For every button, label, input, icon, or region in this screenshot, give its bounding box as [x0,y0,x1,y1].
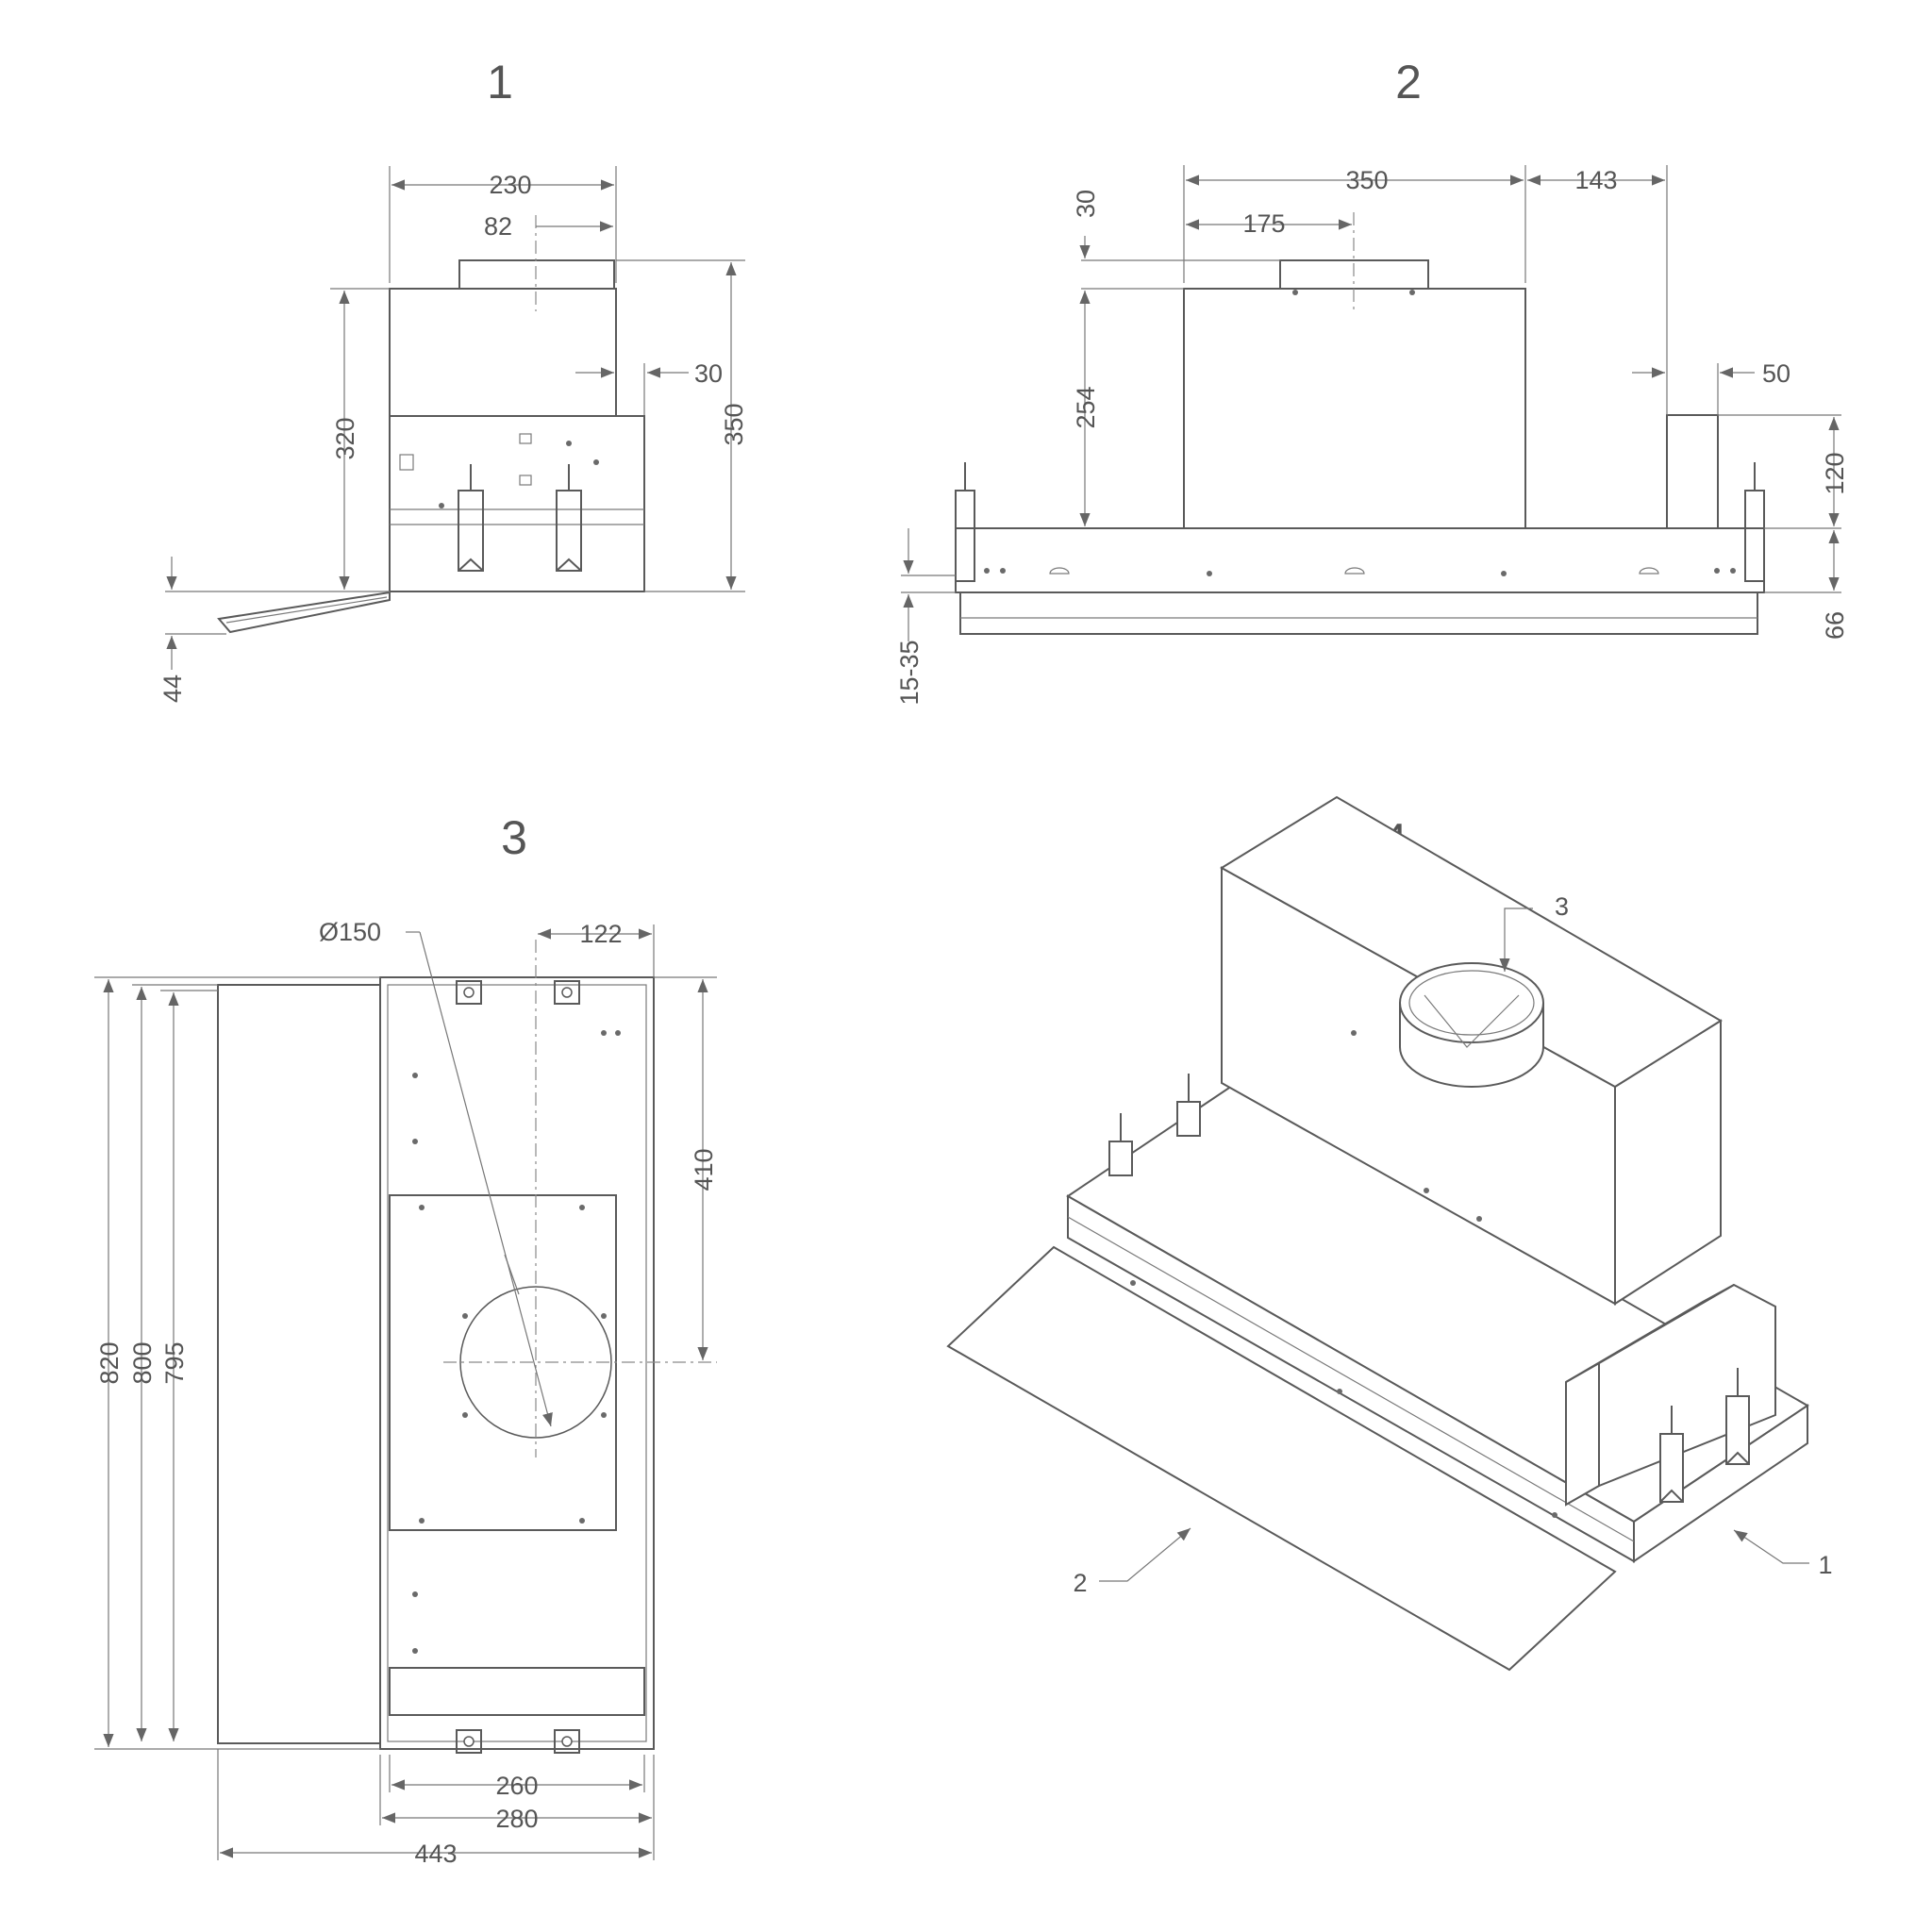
v2-motor-box [1183,288,1526,529]
v1-deflector-arm [217,591,391,634]
v2-dim-adjust: 15-35 [895,640,924,705]
view-3-top-view: 3 [94,811,718,1868]
v4-mounting-hooks [1108,1074,1750,1503]
v3-dim-280: 280 [495,1805,538,1833]
v1-outlet-collar [458,259,615,290]
v4-glass-panel [946,1245,1617,1672]
v3-dim-443: 443 [414,1840,457,1868]
v2-glass-panel [959,591,1758,635]
v4-callout-2: 2 [1073,1569,1087,1597]
v1-dim-bracket: 44 [158,675,187,703]
v3-dim-to-center: 410 [690,1148,718,1191]
v2-dim-body: 254 [1072,386,1100,428]
v2-dim-box: 120 [1821,452,1849,494]
v1-dim-offset: 82 [484,212,512,241]
v3-dim-800: 800 [128,1341,157,1384]
v2-bracket-left [955,490,975,582]
v2-dim-width: 350 [1345,166,1388,194]
v2-bracket-right [1744,490,1765,582]
view-2-front-view: 2 [895,56,1849,706]
v4-callout-1: 1 [1818,1551,1832,1579]
view-2-number: 2 [1395,56,1422,108]
v3-dim-diameter: Ø150 [319,918,381,946]
v3-control-strip [389,1667,645,1716]
v3-dim-820: 820 [95,1341,124,1384]
v4-outlet-collar [1399,962,1544,1088]
v2-dim-plate: 66 [1821,611,1849,640]
v2-dim-side: 143 [1574,166,1617,194]
view-1-side-view: 1 [158,56,748,703]
view-1-number: 1 [487,56,513,108]
v1-bracket-left [458,464,484,572]
view-3-number: 3 [501,811,527,864]
v2-dim-right: 50 [1762,359,1790,388]
v3-dim-260: 260 [495,1772,538,1800]
v3-glass-panel [217,984,381,1744]
v3-dim-795: 795 [160,1341,189,1384]
v1-dim-width: 230 [489,171,531,199]
v1-lower-chassis [389,415,645,592]
v3-chassis [379,976,655,1750]
v3-outlet-hole [459,1286,612,1439]
v4-callout-3: 3 [1555,892,1569,921]
v1-bracket-right [556,464,582,572]
v2-control-box [1666,414,1719,529]
view-4-isometric-view: 4 [946,795,1833,1672]
v1-dim-height-total: 350 [720,403,748,445]
v2-chassis [955,527,1765,593]
v1-upper-box [389,288,617,417]
v3-dim-offset: 122 [579,920,622,948]
v2-dim-collar: 30 [1072,190,1100,218]
v2-dim-half: 175 [1242,209,1285,238]
v1-dim-flange: 30 [694,359,723,388]
v1-dim-height-body: 320 [331,417,359,459]
